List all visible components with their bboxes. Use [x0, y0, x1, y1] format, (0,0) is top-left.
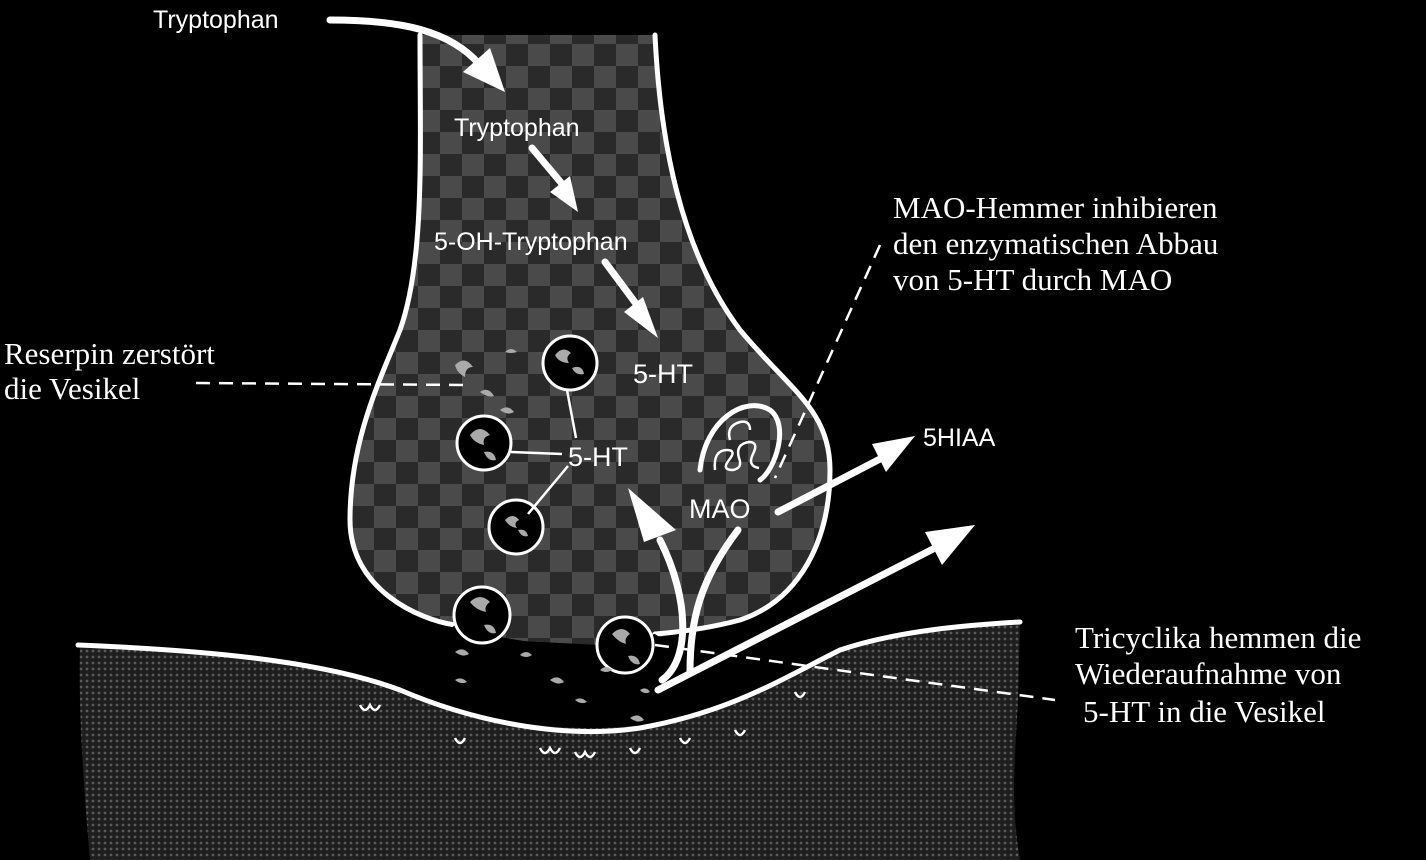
- label-5hiaa: 5HIAA: [923, 424, 996, 452]
- released-serotonin: [455, 649, 650, 722]
- annotation-mao-inhibitor: MAO-Hemmer inhibieren den enzymatischen …: [893, 190, 1218, 297]
- presynaptic-membrane-right: [652, 32, 833, 637]
- pathway-arrow: [528, 144, 578, 212]
- presynaptic-membrane: [347, 32, 458, 628]
- label-mao: MAO: [689, 494, 751, 524]
- fusing-vesicle: [452, 585, 512, 645]
- reuptake-to-mao: [686, 526, 742, 676]
- annotation-mao-line-3: von 5-HT durch MAO: [893, 262, 1172, 297]
- annotation-tricyclics-line-2: Wiederaufnahme von: [1075, 656, 1342, 691]
- annotation-tricyclics-line-3: 5-HT in die Vesikel: [1083, 694, 1326, 729]
- mao-enzyme: [697, 403, 782, 483]
- pathway-arrow: [326, 16, 505, 92]
- annotation-reserpin-line-1: Reserpin zerstört: [4, 336, 215, 371]
- fusing-vesicle: [595, 615, 655, 675]
- label-tryptophan-outside: Tryptophan: [153, 6, 279, 34]
- vesicle: [487, 498, 545, 556]
- annotation-mao-line-2: den enzymatischen Abbau: [893, 226, 1218, 261]
- annotation-reserpin: Reserpin zerstört die Vesikel: [4, 336, 215, 406]
- vesicle: [455, 414, 513, 472]
- mao-to-5hiaa-arrow: [774, 436, 915, 516]
- annotation-tricyclics: Tricyclika hemmen die Wiederaufnahme von…: [1075, 620, 1361, 729]
- annotation-reserpin-line-2: die Vesikel: [4, 371, 140, 406]
- annotation-tricyclics-line-1: Tricyclika hemmen die: [1075, 620, 1361, 655]
- diffusion-arrow: [654, 525, 975, 694]
- pathway-arrow: [601, 258, 658, 338]
- reuptake-arrow: [628, 488, 687, 684]
- label-5-oh-tryptophan: 5-OH-Tryptophan: [434, 228, 628, 256]
- label-5-ht-cytoplasm: 5-HT: [633, 359, 693, 389]
- vesicle: [541, 334, 599, 392]
- annotation-mao-line-1: MAO-Hemmer inhibieren: [893, 190, 1218, 225]
- label-tryptophan-inside: Tryptophan: [454, 114, 580, 142]
- postsynaptic-membrane: [75, 619, 1023, 735]
- mao-inhibitor-pointer: [773, 244, 882, 479]
- presynaptic-terminal: [350, 35, 830, 645]
- label-5-ht-vesicles: 5-HT: [568, 442, 628, 472]
- vesicle-fragments: [455, 349, 517, 414]
- receptors: [358, 691, 807, 759]
- postsynaptic-neuron: [79, 622, 1021, 860]
- vesicle-pointers: [510, 389, 578, 515]
